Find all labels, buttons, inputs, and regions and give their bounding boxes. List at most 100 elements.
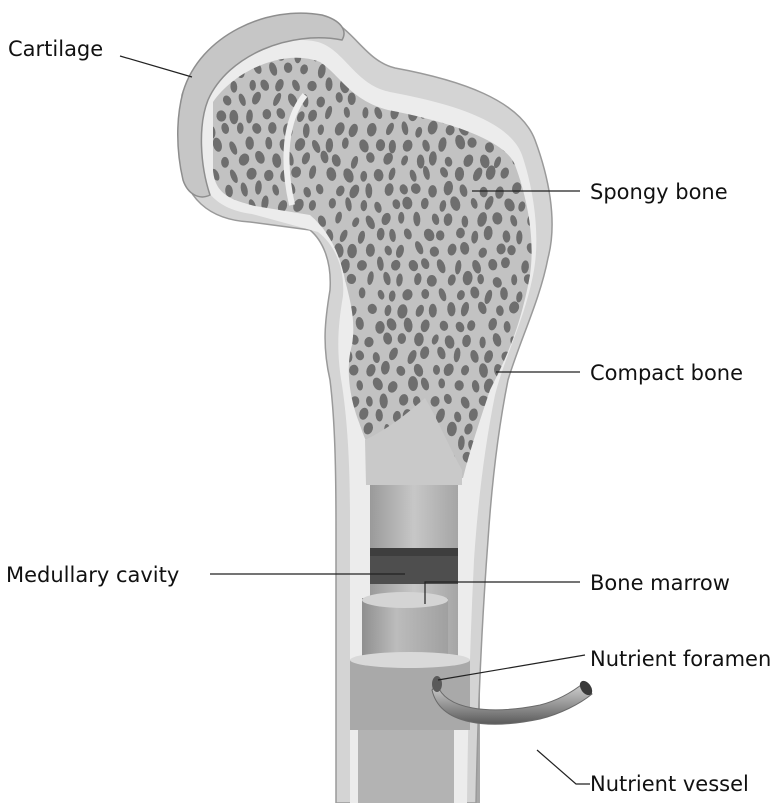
spongy-pore <box>283 423 293 438</box>
spongy-pore <box>534 407 547 423</box>
spongy-pore <box>287 273 298 288</box>
spongy-pore <box>219 364 232 377</box>
spongy-pore <box>294 376 303 390</box>
spongy-pore <box>262 229 271 242</box>
spongy-pore <box>276 227 288 241</box>
spongy-pore <box>520 466 529 479</box>
spongy-pore <box>237 246 245 257</box>
spongy-pore <box>235 306 244 317</box>
spongy-pore <box>284 359 297 376</box>
label-bone-marrow: Bone marrow <box>590 571 730 595</box>
spongy-pore <box>212 380 222 395</box>
spongy-pore <box>215 291 223 303</box>
spongy-pore <box>511 274 517 285</box>
spongy-pore <box>524 420 535 436</box>
spongy-pore <box>203 363 215 377</box>
spongy-pore <box>240 395 248 409</box>
spongy-pore <box>245 318 256 332</box>
spongy-pore <box>295 470 304 484</box>
spongy-pore <box>517 406 529 421</box>
spongy-pore <box>278 287 290 303</box>
spongy-pore <box>290 408 301 423</box>
spongy-pore <box>219 336 232 350</box>
spongy-pore <box>251 360 260 375</box>
spongy-pore <box>532 318 544 335</box>
spongy-pore <box>286 243 298 258</box>
spongy-pore <box>231 378 244 392</box>
spongy-pore <box>325 468 335 482</box>
spongy-pore <box>204 455 211 468</box>
leader-nutrient-vessel <box>537 750 590 784</box>
spongy-pore <box>307 288 316 302</box>
spongy-pore <box>276 408 286 420</box>
spongy-pore <box>237 452 246 464</box>
spongy-pore <box>311 349 322 361</box>
spongy-pore <box>241 333 248 346</box>
spongy-pore <box>303 363 311 377</box>
spongy-pore <box>524 393 534 409</box>
label-compact-bone: Compact bone <box>590 361 743 385</box>
spongy-pore <box>520 48 530 61</box>
spongy-pore <box>507 63 518 75</box>
spongy-pore <box>483 49 496 63</box>
spongy-pore <box>212 408 225 422</box>
spongy-pore <box>257 305 266 317</box>
spongy-pore <box>300 424 312 439</box>
spongy-pore <box>502 411 513 423</box>
spongy-pore <box>247 347 259 362</box>
label-medullary-cavity: Medullary cavity <box>6 563 179 587</box>
spongy-pore <box>469 46 479 59</box>
spongy-pore <box>270 453 281 465</box>
spongy-pore <box>536 349 546 364</box>
spongy-pore <box>326 77 333 91</box>
label-nutrient-foramen: Nutrient foramen <box>590 647 771 671</box>
spongy-pore <box>302 454 313 466</box>
label-nutrient-vessel: Nutrient vessel <box>590 772 749 796</box>
spongy-pore <box>278 320 288 336</box>
spongy-pore <box>508 393 518 406</box>
spongy-pore <box>323 407 333 420</box>
spongy-pore <box>232 441 239 451</box>
spongy-pore <box>222 301 233 316</box>
spongy-pore <box>260 377 270 391</box>
bone-marrow-top <box>362 592 448 608</box>
spongy-pore <box>233 423 248 440</box>
spongy-pore <box>255 425 263 439</box>
spongy-pore <box>212 435 222 450</box>
spongy-pore <box>507 245 515 255</box>
spongy-pore <box>311 377 321 390</box>
spongy-pore <box>534 108 547 123</box>
spongy-pore <box>315 422 324 437</box>
spongy-pore <box>319 272 330 287</box>
spongy-pore <box>215 470 225 482</box>
spongy-pore <box>273 423 281 437</box>
spongy-pore <box>261 289 274 305</box>
spongy-pore <box>254 272 267 289</box>
spongy-pore <box>481 65 488 77</box>
spongy-pore <box>300 244 312 260</box>
spongy-pore <box>258 321 272 335</box>
spongy-pore <box>232 289 241 302</box>
spongy-pore <box>220 274 229 289</box>
leader-cartilage <box>120 56 192 77</box>
spongy-pore <box>252 335 263 350</box>
spongy-pore <box>300 333 313 347</box>
spongy-pore <box>276 441 288 454</box>
spongy-pore <box>429 304 437 318</box>
spongy-pore <box>511 451 519 464</box>
spongy-pore <box>266 348 273 362</box>
spongy-pore <box>283 303 294 315</box>
spongy-pore <box>214 351 223 364</box>
spongy-pore <box>497 48 509 62</box>
spongy-pore <box>302 272 313 286</box>
spongy-pore <box>312 258 323 272</box>
spongy-pore <box>270 275 279 289</box>
spongy-pore <box>201 424 214 439</box>
spongy-pore <box>518 377 528 389</box>
spongy-pore <box>304 303 313 318</box>
spongy-pore <box>244 378 255 391</box>
label-spongy-bone: Spongy bone <box>590 180 728 204</box>
spongy-pore <box>245 439 256 453</box>
